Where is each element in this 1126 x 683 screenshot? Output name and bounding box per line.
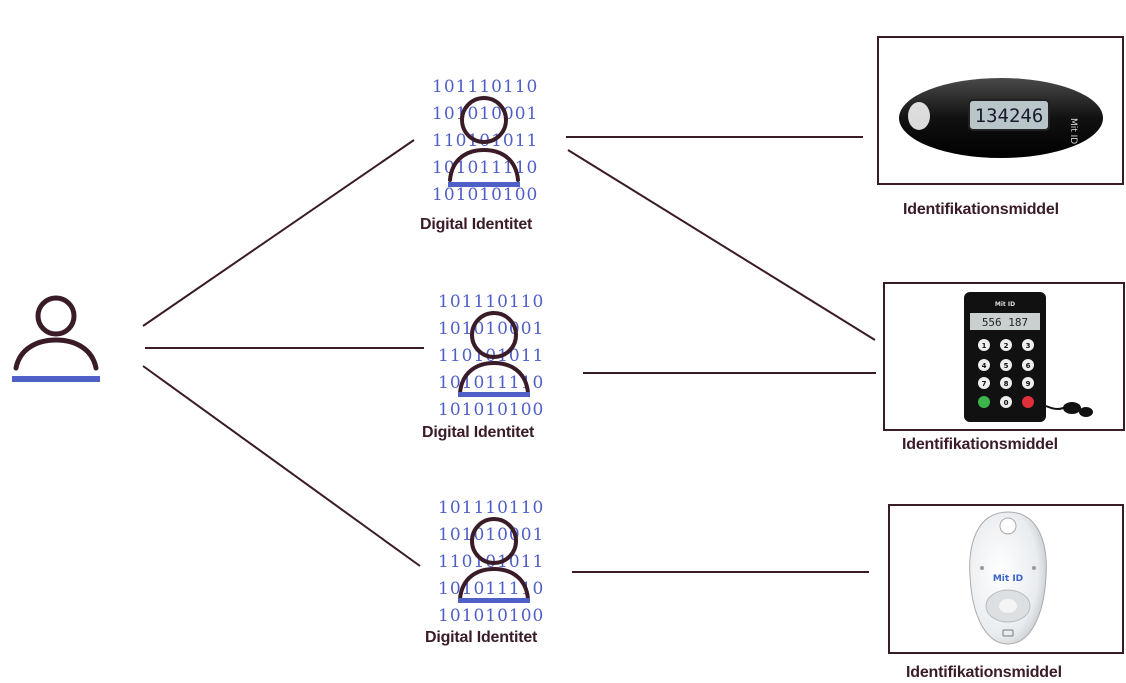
device-label-1: Identifikationsmiddel xyxy=(903,201,1059,218)
digital-identity-1: 101110110 101010001 110101011 101011110 … xyxy=(424,70,584,205)
identity-bit-row: 101010001 xyxy=(438,525,544,545)
identity-person-icon xyxy=(448,96,520,187)
keypad-key: 9 xyxy=(1026,380,1031,388)
identity-label-2: Digital Identitet xyxy=(422,424,535,441)
keypad-key: 5 xyxy=(1004,362,1009,370)
identity-binary-icon: 101110110 101010001 110101011 101011110 … xyxy=(438,498,544,626)
keypad-key: 6 xyxy=(1026,362,1031,370)
identity-label-3: Digital Identitet xyxy=(425,629,538,646)
key-fob-display: 134246 xyxy=(975,105,1044,127)
identity-person-icon xyxy=(458,517,530,603)
keypad-key: 3 xyxy=(1026,342,1031,350)
person-icon xyxy=(12,295,100,382)
identity-bit-row: 101110110 xyxy=(432,77,538,97)
identity-bit-row: 101010001 xyxy=(438,319,544,339)
device-box-chip: Mit ID xyxy=(888,504,1124,654)
connector-identity1-device2 xyxy=(567,149,876,341)
chip-brand: Mit ID xyxy=(993,574,1023,584)
digital-identity-2: 101110110 101010001 110101011 101011110 … xyxy=(430,285,590,420)
key-fob-brand: Mit ID xyxy=(1068,118,1078,144)
key-fob-icon: 134246 Mit ID xyxy=(899,78,1103,158)
identity-bit-row: 101010100 xyxy=(432,185,538,205)
keypad-key: 0 xyxy=(1004,399,1009,407)
identity-bit-row: 101110110 xyxy=(438,292,544,312)
identity-label-1: Digital Identitet xyxy=(420,216,533,233)
identity-binary-icon: 101110110 101010001 110101011 101011110 … xyxy=(438,292,544,420)
identity-person-icon xyxy=(458,311,530,397)
identity-bit-row: 101010001 xyxy=(432,104,538,124)
device-box-key-fob: 134246 Mit ID xyxy=(877,36,1124,185)
device-box-code-reader: Mit ID 556 187 1 2 3 4 5 6 7 8 9 0 xyxy=(883,282,1125,431)
code-reader-display: 556 187 xyxy=(982,316,1028,329)
device-label-3: Identifikationsmiddel xyxy=(906,664,1062,681)
keypad-key: 7 xyxy=(982,380,987,388)
device-label-2: Identifikationsmiddel xyxy=(902,436,1058,453)
identity-bit-row: 101011110 xyxy=(432,158,538,178)
keypad-key: 1 xyxy=(982,342,987,350)
identity-bit-row: 101010100 xyxy=(438,400,544,420)
keypad-key: 4 xyxy=(982,362,987,370)
digital-identity-3: 101110110 101010001 110101011 101011110 … xyxy=(430,491,590,626)
keypad-key: 2 xyxy=(1004,342,1009,350)
identity-binary-icon: 101110110 101010001 110101011 101011110 … xyxy=(432,77,538,205)
keypad-key: 8 xyxy=(1004,380,1009,388)
identity-bit-row: 101010100 xyxy=(438,606,544,626)
connector-person-identity-1 xyxy=(142,139,415,327)
identity-bit-row: 101110110 xyxy=(438,498,544,518)
code-reader-icon: Mit ID 556 187 1 2 3 4 5 6 7 8 9 0 xyxy=(964,292,1093,422)
chip-icon: Mit ID xyxy=(969,511,1047,645)
connector-person-identity-3 xyxy=(142,365,421,567)
code-reader-brand: Mit ID xyxy=(995,301,1015,308)
